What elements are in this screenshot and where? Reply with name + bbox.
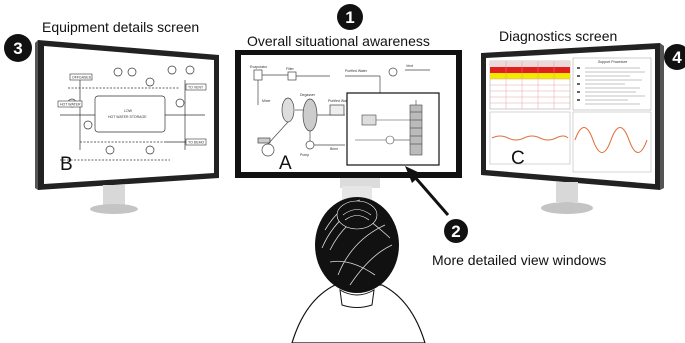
operator-figure (291, 186, 426, 343)
operator-neck (339, 289, 375, 308)
label-purified-water-2: Purified Water (328, 99, 351, 103)
monitor-base-right (541, 202, 593, 214)
label-filter: Filter (286, 67, 295, 71)
label-pump: Pump (300, 153, 309, 157)
table-row-alarm (490, 67, 570, 73)
badge-3: 3 (4, 34, 32, 62)
label-vent: Vent (406, 64, 413, 68)
diagnostics-table (489, 60, 571, 110)
label-purified-water-1: Purified Water (345, 69, 368, 73)
equipment-monitor: OFFGASES TO VENT HOT WATER TO DEMO LOW H… (35, 40, 219, 214)
badge-1: 1 (337, 4, 363, 30)
diagnostics-monitor: Support Procedure C (481, 43, 664, 214)
badge-4: 4 (664, 44, 685, 70)
label-diagnostics: Diagnostics screen (499, 28, 617, 44)
trend-plot-left (489, 111, 571, 165)
label-degasser: Degasser (300, 93, 316, 97)
screen-letter-b: B (60, 154, 73, 175)
tag-to-vent: TO VENT (188, 86, 204, 90)
trend-plot-right (572, 111, 652, 173)
support-procedure-title: Support Procedure (598, 60, 627, 64)
monitor-screen-left (44, 46, 214, 184)
svg-text:3: 3 (13, 39, 22, 58)
tag-hot-water: HOT WATER (60, 103, 81, 107)
screen-letter-a: A (279, 153, 292, 174)
monitor-stand-right (556, 182, 578, 202)
tag-offgases: OFFGASES (72, 76, 92, 80)
detail-arrow (405, 166, 450, 216)
label-brine: Brine (330, 147, 338, 151)
screen-letter-c: C (511, 148, 525, 169)
overview-monitor: Evaporator Filter Purified Water Vent Mi… (235, 50, 462, 188)
monitor-base-left (90, 204, 138, 214)
tag-to-demo: TO DEMO (188, 141, 205, 145)
label-equipment-details: Equipment details screen (42, 19, 199, 35)
label-detailed-views: More detailed view windows (432, 252, 606, 268)
tank-label-1: LOW (124, 109, 133, 113)
tank-label-2: HOT WATER STORAGE (108, 115, 147, 119)
table-row-warning (490, 73, 570, 79)
monitor-stand-center (340, 178, 380, 188)
svg-text:2: 2 (451, 222, 460, 241)
svg-text:1: 1 (345, 8, 354, 27)
hair-bun (336, 200, 378, 230)
label-evaporator: Evaporator (250, 65, 268, 69)
badge-2: 2 (444, 219, 468, 243)
label-mixer: Mixer (262, 99, 271, 103)
operator-shoulders (291, 284, 426, 343)
label-overall-awareness: Overall situational awareness (247, 33, 430, 49)
monitor-stand-left (103, 185, 125, 205)
support-procedure-panel: Support Procedure (572, 57, 652, 111)
svg-text:4: 4 (672, 48, 682, 67)
detailed-view-window (346, 92, 440, 166)
